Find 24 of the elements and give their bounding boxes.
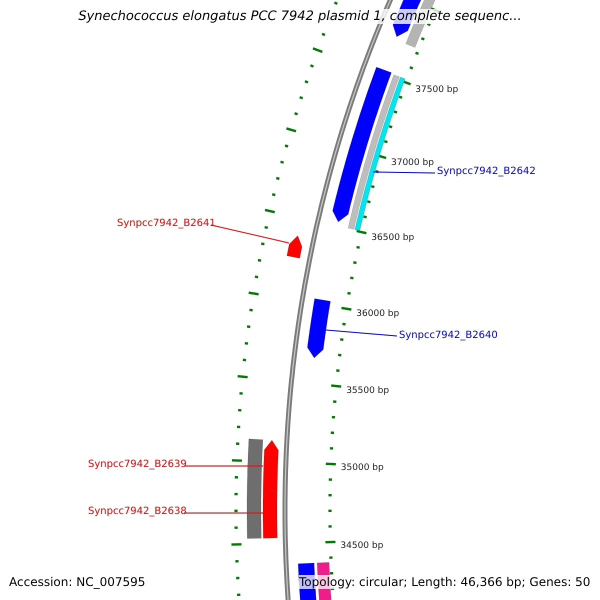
gene-block — [246, 438, 264, 539]
scale-label: 36500 bp — [371, 233, 414, 244]
gene-block — [307, 298, 331, 358]
leader-line — [210, 224, 290, 244]
scale-label: 34500 bp — [340, 540, 384, 551]
accession-text: Accession: NC_007595 — [9, 575, 146, 589]
scale-label: 37000 bp — [391, 158, 434, 168]
leader-line — [184, 512, 264, 514]
scale-label: 37500 bp — [415, 84, 458, 95]
title: Synechococcus elongatus PCC 7942 plasmid 1, complete sequenc... — [77, 9, 523, 24]
gene-label: Synpcc7942_B2642 — [437, 166, 536, 177]
scale-label: 35000 bp — [340, 463, 384, 474]
gene-label: Synpcc7942_B2639 — [88, 459, 187, 470]
gene-label: Synpcc7942_B2641 — [117, 218, 216, 229]
gene-label: Synpcc7942_B2640 — [399, 330, 498, 341]
gene-block — [286, 235, 302, 259]
scale-label: 35500 bp — [346, 386, 390, 396]
leader-line — [326, 330, 398, 336]
gene-label: Synpcc7942_B2638 — [88, 506, 187, 517]
scale-label: 36000 bp — [356, 309, 400, 320]
leader-line — [372, 172, 436, 174]
gene-block — [262, 490, 278, 538]
gene-block — [262, 440, 279, 490]
summary-text: Topology: circular; Length: 46,366 bp; Genes: 50 — [299, 575, 590, 589]
